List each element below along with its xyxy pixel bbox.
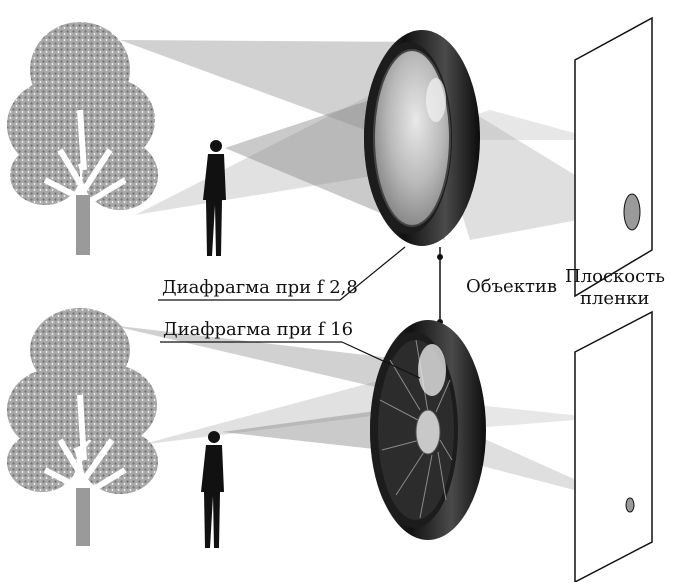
person-bottom <box>201 431 224 548</box>
film-plane-top <box>574 16 653 298</box>
leader-f16-pointer <box>341 341 421 379</box>
image-spot-bottom <box>625 497 635 513</box>
cone-tree-lower-bottom <box>140 375 420 445</box>
label-film-plane-line1: Плоскость <box>565 266 665 287</box>
tree-top <box>7 22 158 256</box>
cone-tree-to-lens-top <box>120 40 430 150</box>
aperture-opening <box>415 409 441 455</box>
lens-top <box>364 30 480 246</box>
label-film-plane-line2: пленки <box>580 288 649 309</box>
top-scene <box>7 16 653 298</box>
lens-bottom <box>370 320 486 540</box>
image-spot-top <box>623 193 641 231</box>
tree-bottom <box>7 308 158 546</box>
leader-f28-pointer <box>339 246 406 301</box>
labels: Диафрагма при f 2,8 Диафрагма при f 16 О… <box>158 246 665 379</box>
label-lens: Объектив <box>466 276 557 297</box>
bottom-scene <box>7 308 653 584</box>
label-aperture-f28: Диафрагма при f 2,8 <box>162 277 358 298</box>
film-plane-bottom <box>574 310 653 584</box>
person-top <box>203 140 226 256</box>
label-aperture-f16: Диафрагма при f 16 <box>163 319 353 340</box>
